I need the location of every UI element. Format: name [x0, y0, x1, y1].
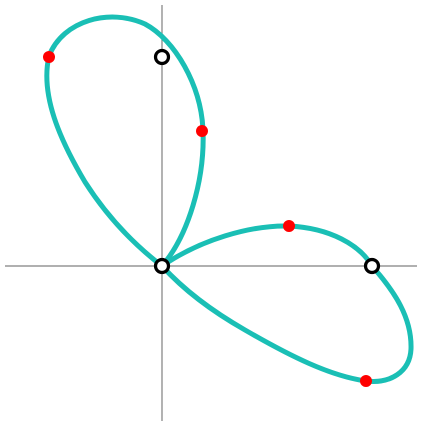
ring-point-x-axis: [363, 257, 381, 275]
ring-point-origin: [153, 257, 171, 275]
red-point-right-top: [283, 220, 295, 232]
red-point-right-bottom: [360, 375, 372, 387]
red-point-upper-mid: [196, 125, 208, 137]
upper-loop-curve: [44, 14, 206, 269]
ring-point-y-axis: [153, 48, 171, 66]
red-point-upper-left: [43, 51, 55, 63]
